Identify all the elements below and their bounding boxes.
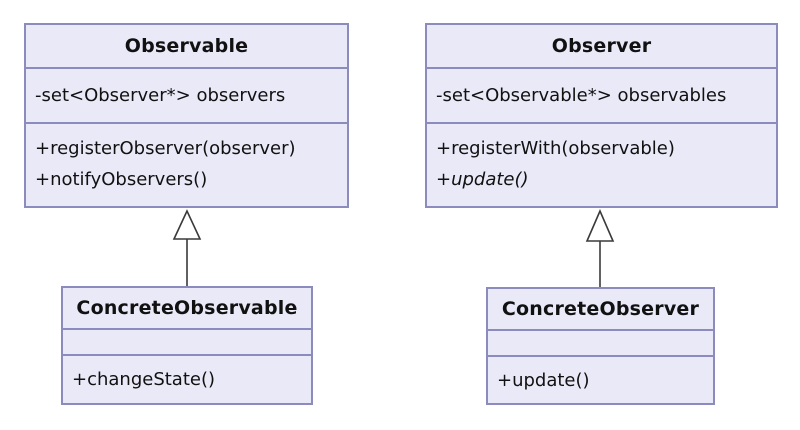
hollow-triangle-arrowhead-icon <box>172 209 202 240</box>
class-name: ConcreteObservable <box>63 288 311 330</box>
attributes-compartment: -set<Observable*> observables <box>427 69 776 124</box>
abstract-method-text: +update() <box>436 169 529 190</box>
generalization-arrow-concrete-observable-to-observable <box>172 209 202 287</box>
class-name: ConcreteObserver <box>488 289 713 331</box>
class-box-observer: Observer -set<Observable*> observables +… <box>425 23 778 208</box>
method-text: +changeState() <box>72 369 216 390</box>
method-text: +update() <box>497 369 590 391</box>
class-box-concrete-observable: ConcreteObservable +changeState() <box>61 286 313 405</box>
class-name: Observer <box>427 25 776 69</box>
methods-compartment: +changeState() <box>63 356 311 403</box>
methods-compartment: +registerWith(observable) +update() <box>427 124 776 206</box>
methods-compartment: +update() <box>488 357 713 403</box>
method-text: +registerObserver(observer) <box>35 138 296 159</box>
class-name: Observable <box>26 25 347 69</box>
attributes-compartment-empty <box>63 330 311 356</box>
methods-compartment: +registerObserver(observer) +notifyObser… <box>26 124 347 206</box>
class-box-observable: Observable -set<Observer*> observers +re… <box>24 23 349 208</box>
method-text: +registerWith(observable) <box>436 138 675 159</box>
attributes-compartment-empty <box>488 331 713 357</box>
attributes-compartment: -set<Observer*> observers <box>26 69 347 124</box>
class-box-concrete-observer: ConcreteObserver +update() <box>486 287 715 405</box>
attribute-text: -set<Observable*> observables <box>436 85 727 106</box>
generalization-arrow-concrete-observer-to-observer <box>585 208 615 288</box>
method-text: +notifyObservers() <box>35 169 208 190</box>
hollow-triangle-arrowhead-icon <box>585 208 615 242</box>
attribute-text: -set<Observer*> observers <box>35 85 286 106</box>
